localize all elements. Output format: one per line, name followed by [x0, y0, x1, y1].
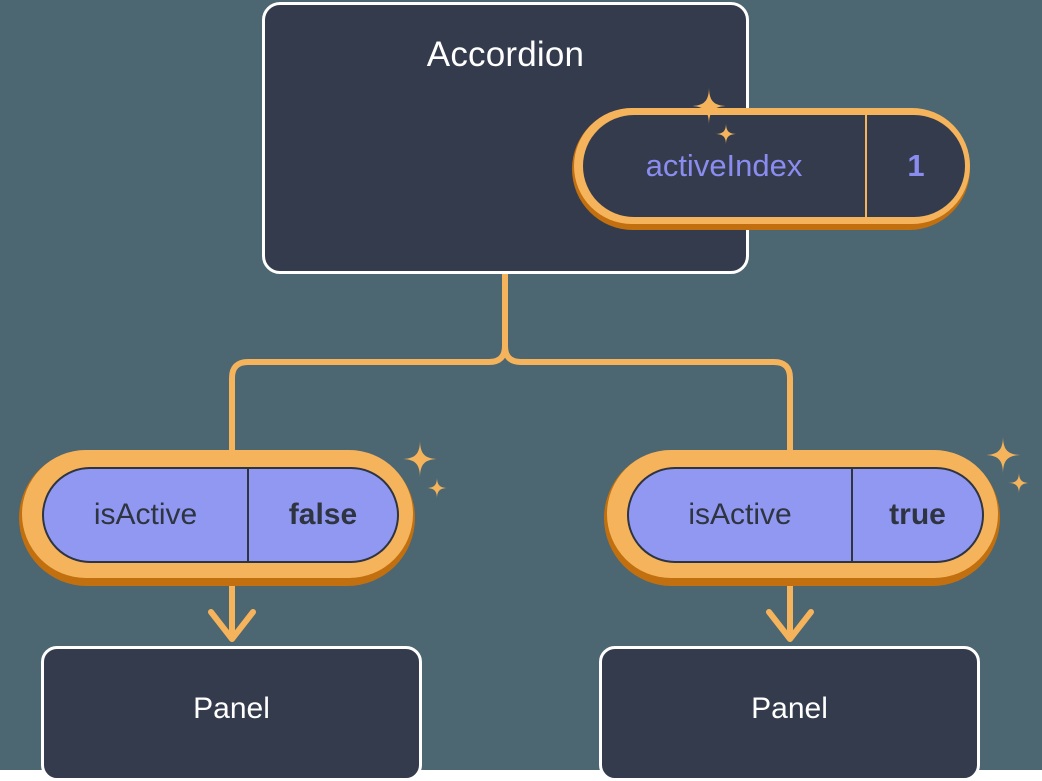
connector-parent-to-child-right: [502, 271, 793, 455]
panel-title-left: Panel: [193, 692, 270, 725]
state-key-activeindex: activeIndex: [583, 115, 867, 217]
sparkle-right-pill-small-icon: [1008, 472, 1030, 494]
state-pill-ring: isActive false: [22, 450, 413, 578]
connector-parent-to-children: [229, 271, 508, 455]
state-pill-isactive-false[interactable]: isActive false: [19, 450, 415, 586]
state-pill-body: activeIndex 1: [583, 115, 965, 217]
state-value-isactive-right: true: [851, 469, 982, 561]
accordion-component-card[interactable]: Accordion activeIndex 1: [262, 2, 970, 274]
accordion-title: Accordion: [426, 35, 585, 74]
arrowhead-left: [208, 609, 256, 642]
panel-title-right: Panel: [751, 692, 828, 725]
sparkle-left-pill-small-icon: [426, 477, 448, 499]
state-pill-body: isActive false: [42, 467, 399, 563]
sparkle-left-pill-large-icon: [401, 440, 439, 478]
arrowhead-right: [766, 609, 814, 642]
panel-card-left[interactable]: Panel: [41, 646, 422, 781]
state-pill-activeindex[interactable]: activeIndex 1: [572, 108, 970, 230]
panel-card-right[interactable]: Panel: [599, 646, 980, 781]
state-pill-ring: isActive true: [607, 450, 998, 578]
state-value-activeindex: 1: [907, 148, 925, 183]
state-pill-body: isActive true: [627, 467, 984, 563]
state-key-isactive-left: isActive: [93, 498, 198, 531]
state-pill-ring: activeIndex 1: [574, 108, 970, 224]
state-pill-isactive-true[interactable]: isActive true: [604, 450, 1000, 586]
state-value-isactive-left: false: [247, 469, 397, 561]
state-key-isactive-right: isActive: [688, 498, 792, 531]
sparkle-right-pill-large-icon: [984, 436, 1022, 474]
